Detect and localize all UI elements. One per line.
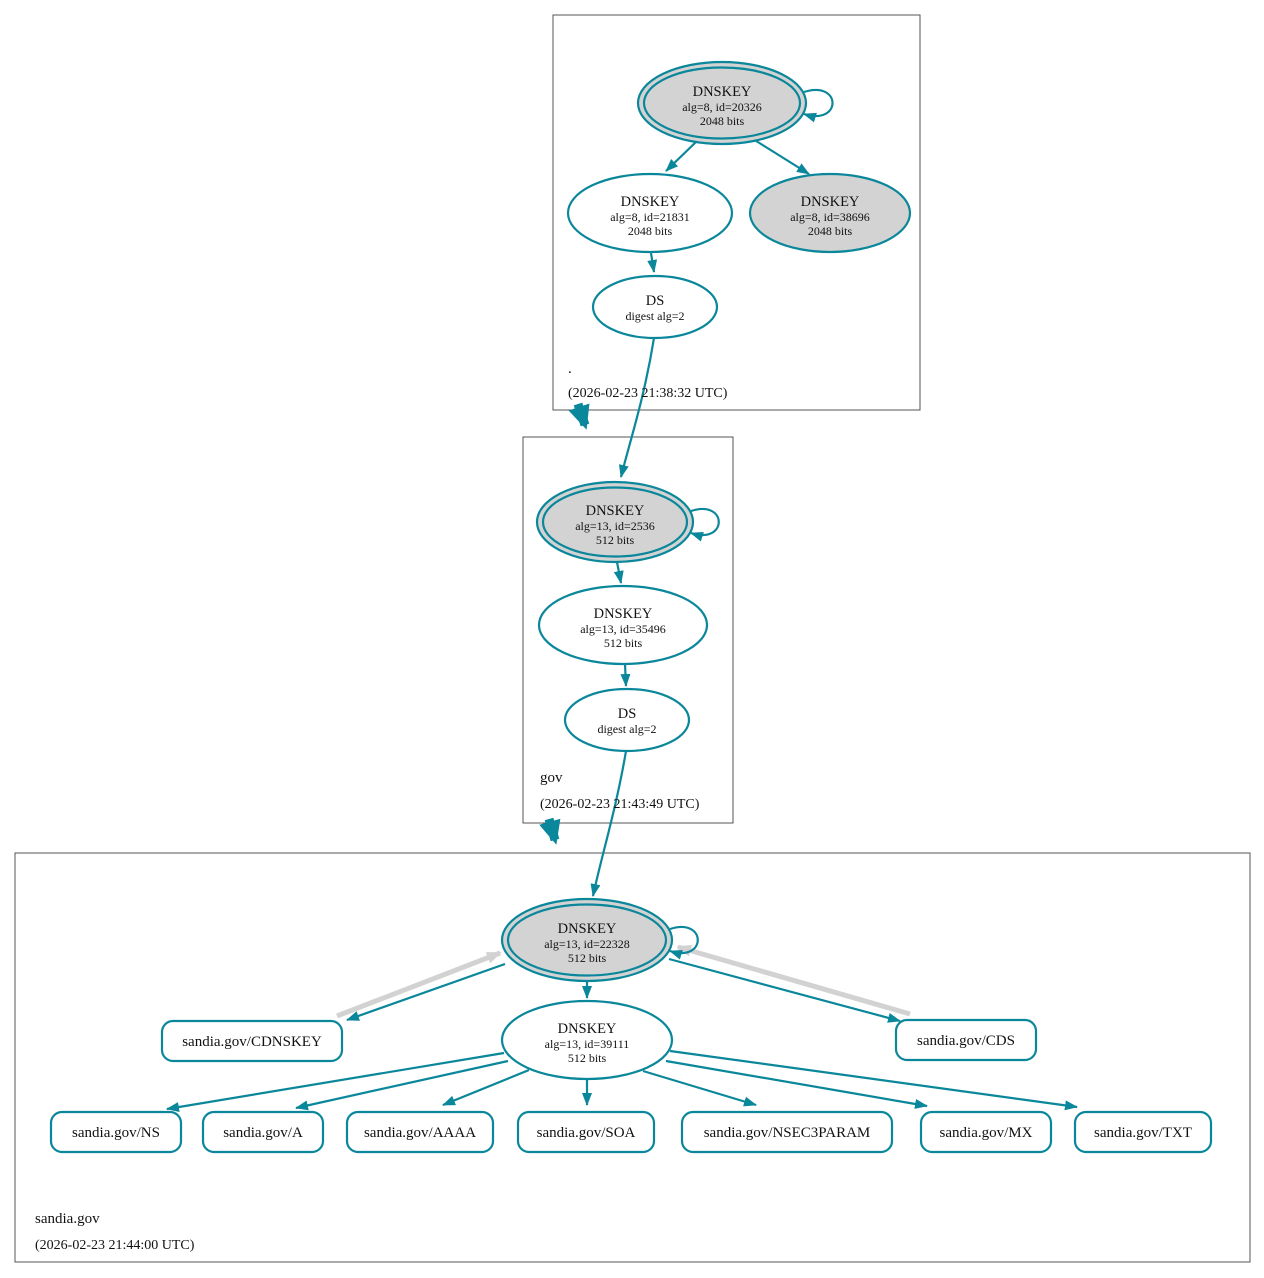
- edge-sandia-ksk-selfloop: [669, 926, 699, 960]
- sandia-cds-label: sandia.gov/CDS: [917, 1033, 1015, 1049]
- zone-box-gov: [522, 436, 734, 824]
- root-ksk-meta: alg=8, id=20326: [682, 100, 762, 114]
- gov-ds-node: DS digest alg=2: [563, 687, 691, 753]
- edge-root-zsk-ds: [647, 252, 658, 273]
- edge-gov-sandia-delegation: [539, 817, 561, 845]
- sandia-aaaa-rrset: sandia.gov/AAAA: [345, 1110, 495, 1154]
- sandia-aaaa-label: sandia.gov/AAAA: [364, 1125, 476, 1141]
- edge-gov-ksk-selfloop: [690, 508, 720, 542]
- edge-sandia-zsk-mx: [665, 1059, 928, 1109]
- edge-sandia-ksk-cdnskey: [346, 962, 506, 1022]
- sandia-mx-rrset: sandia.gov/MX: [919, 1110, 1053, 1154]
- zone-box-root: [552, 14, 921, 411]
- edge-root-gov-delegation: [568, 402, 590, 430]
- root-zone-name: .: [568, 361, 572, 377]
- sandia-ksk-type: DNSKEY: [558, 921, 617, 937]
- sandia-zsk-bits: 512 bits: [568, 1051, 607, 1065]
- edge-cdnskey-to-ksk: [336, 950, 502, 1019]
- sandia-ksk-meta: alg=13, id=22328: [544, 937, 630, 951]
- sandia-txt-label: sandia.gov/TXT: [1094, 1125, 1192, 1141]
- gov-ksk-bits: 512 bits: [596, 533, 635, 547]
- sandia-zsk-node: DNSKEY alg=13, id=39111 512 bits: [500, 999, 674, 1081]
- edge-root-ksk-key3: [752, 138, 810, 175]
- edge-root-ds-gov-ksk: [618, 337, 656, 478]
- sandia-soa-label: sandia.gov/SOA: [537, 1125, 636, 1141]
- sandia-ns-rrset: sandia.gov/NS: [49, 1110, 183, 1154]
- edge-sandia-zsk-aaaa: [442, 1068, 530, 1107]
- sandia-zsk-type: DNSKEY: [558, 1021, 617, 1037]
- root-ksk-node: DNSKEY alg=8, id=20326 2048 bits: [636, 60, 808, 146]
- root-key3-node: DNSKEY alg=8, id=38696 2048 bits: [748, 172, 912, 254]
- root-ds-meta: digest alg=2: [625, 309, 684, 323]
- root-zsk-meta: alg=8, id=21831: [610, 210, 690, 224]
- root-ds-type: DS: [646, 293, 665, 309]
- gov-zsk-meta: alg=13, id=35496: [580, 622, 666, 636]
- sandia-a-label: sandia.gov/A: [223, 1125, 303, 1141]
- gov-zsk-type: DNSKEY: [594, 606, 653, 622]
- edge-sandia-zsk-nsec3param: [642, 1069, 757, 1107]
- sandia-zone-timestamp: (2026-02-23 21:44:00 UTC): [35, 1238, 195, 1253]
- sandia-ns-label: sandia.gov/NS: [72, 1125, 160, 1141]
- root-key3-type: DNSKEY: [801, 194, 860, 210]
- gov-ksk-node: DNSKEY alg=13, id=2536 512 bits: [535, 480, 695, 564]
- sandia-nsec3param-label: sandia.gov/NSEC3PARAM: [704, 1125, 871, 1141]
- edge-root-ksk-selfloop: [803, 89, 834, 123]
- sandia-ksk-node: DNSKEY alg=13, id=22328 512 bits: [500, 897, 674, 983]
- edge-cds-to-ksk: [676, 944, 911, 1017]
- gov-zsk-bits: 512 bits: [604, 636, 643, 650]
- edge-sandia-zsk-a: [295, 1059, 509, 1111]
- root-zsk-bits: 2048 bits: [628, 224, 673, 238]
- gov-zone-name: gov: [540, 770, 563, 786]
- edge-sandia-zsk-ns: [166, 1051, 505, 1112]
- edge-gov-ds-sandia-ksk: [590, 750, 628, 897]
- sandia-txt-rrset: sandia.gov/TXT: [1073, 1110, 1213, 1154]
- edge-root-ksk-zsk: [665, 140, 698, 172]
- edge-gov-zsk-ds: [620, 663, 631, 687]
- sandia-cdnskey-label: sandia.gov/CDNSKEY: [182, 1034, 322, 1050]
- sandia-cdnskey-rrset: sandia.gov/CDNSKEY: [160, 1019, 344, 1063]
- gov-ds-type: DS: [618, 706, 637, 722]
- gov-zone-timestamp: (2026-02-23 21:43:49 UTC): [540, 797, 700, 812]
- sandia-ksk-bits: 512 bits: [568, 951, 607, 965]
- edge-sandia-ksk-cds: [668, 957, 901, 1023]
- root-key3-meta: alg=8, id=38696: [790, 210, 870, 224]
- gov-ds-meta: digest alg=2: [597, 722, 656, 736]
- gov-ksk-meta: alg=13, id=2536: [575, 519, 655, 533]
- root-ds-node: DS digest alg=2: [591, 274, 719, 340]
- edge-gov-ksk-zsk: [613, 561, 624, 584]
- sandia-nsec3param-rrset: sandia.gov/NSEC3PARAM: [680, 1110, 894, 1154]
- sandia-a-rrset: sandia.gov/A: [201, 1110, 325, 1154]
- sandia-cds-rrset: sandia.gov/CDS: [894, 1018, 1038, 1062]
- root-ksk-type: DNSKEY: [693, 84, 752, 100]
- gov-zsk-node: DNSKEY alg=13, id=35496 512 bits: [537, 584, 709, 666]
- root-zsk-type: DNSKEY: [621, 194, 680, 210]
- root-zsk-node: DNSKEY alg=8, id=21831 2048 bits: [566, 172, 734, 254]
- sandia-soa-rrset: sandia.gov/SOA: [516, 1110, 656, 1154]
- zone-box-sandia: [14, 852, 1251, 1263]
- root-zone-timestamp: (2026-02-23 21:38:32 UTC): [568, 386, 728, 401]
- sandia-zone-name: sandia.gov: [35, 1211, 100, 1227]
- root-key3-bits: 2048 bits: [808, 224, 853, 238]
- sandia-mx-label: sandia.gov/MX: [940, 1125, 1033, 1141]
- root-ksk-bits: 2048 bits: [700, 114, 745, 128]
- edge-sandia-zsk-txt: [669, 1049, 1078, 1111]
- sandia-zsk-meta: alg=13, id=39111: [545, 1037, 630, 1051]
- gov-ksk-type: DNSKEY: [586, 503, 645, 519]
